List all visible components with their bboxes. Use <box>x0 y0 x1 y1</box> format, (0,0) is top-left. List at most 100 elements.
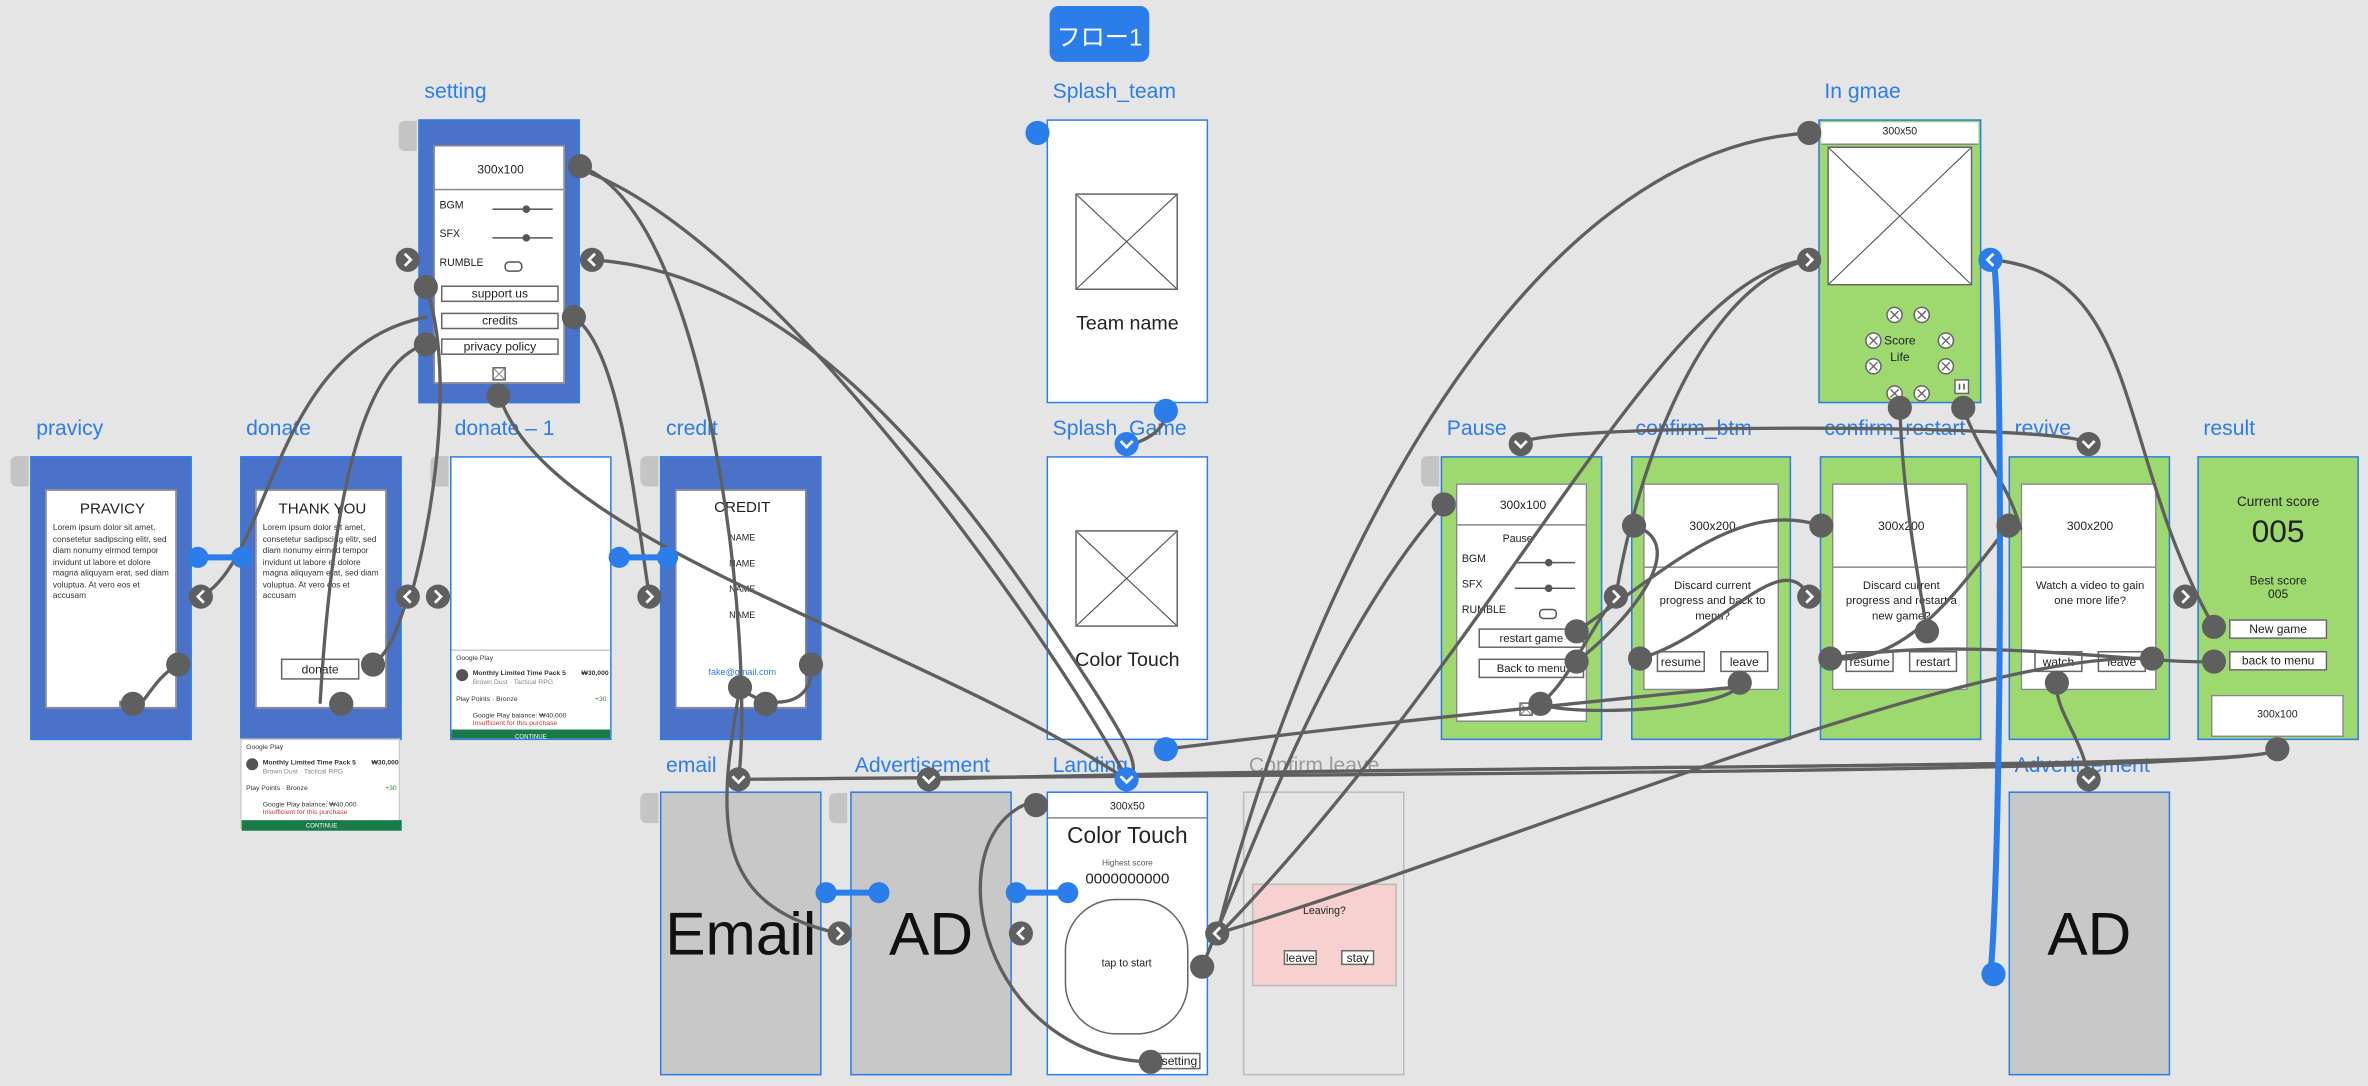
link-anchor-28[interactable] <box>120 691 145 716</box>
color-circle-button-1[interactable] <box>1886 306 1903 324</box>
rumble-toggle[interactable] <box>504 261 523 272</box>
link-anchor-58[interactable] <box>1025 120 1050 145</box>
frame-setting[interactable]: 300x100 BGM SFX RUMBLE support us credit… <box>418 119 580 404</box>
close-icon[interactable] <box>492 367 506 381</box>
restart-game-button[interactable]: restart game <box>1478 628 1585 648</box>
connector-handle-7[interactable] <box>726 767 751 792</box>
link-anchor-57[interactable] <box>1951 395 1976 420</box>
connector-handle-11[interactable] <box>1205 921 1230 946</box>
restart-button[interactable]: restart <box>1908 650 1958 673</box>
connector-handle-13[interactable] <box>1114 767 1139 792</box>
color-circle-button-8[interactable] <box>1913 385 1931 402</box>
connector-handle-10[interactable] <box>1008 921 1033 946</box>
link-anchor-45[interactable] <box>1727 670 1752 695</box>
frame-pravicy[interactable]: PRAVICY Lorem ipsum dolor sit amet, cons… <box>30 456 192 741</box>
credits-button[interactable]: credits <box>440 312 559 330</box>
connector-handle-3[interactable] <box>188 584 213 609</box>
frame-title-pause[interactable]: Pause <box>1446 415 1507 440</box>
gp-continue-button[interactable]: CONTINUE <box>241 820 402 831</box>
frame-title-email[interactable]: email <box>665 752 717 777</box>
link-anchor-53[interactable] <box>2201 649 2227 674</box>
frame-confirm-leave[interactable]: Leaving? leave stay <box>1242 791 1405 1076</box>
link-dot-66[interactable] <box>1005 882 1027 904</box>
link-dot-67[interactable] <box>1057 882 1079 904</box>
connector-handle-14[interactable] <box>1508 431 1533 457</box>
bgm-knob[interactable] <box>522 205 531 213</box>
color-circle-button-4[interactable] <box>1937 332 1955 349</box>
link-anchor-56[interactable] <box>1887 395 1912 420</box>
connector-handle-16[interactable] <box>1797 584 1822 609</box>
link-dot-60[interactable] <box>187 546 209 568</box>
resume-button[interactable]: resume <box>1656 650 1706 673</box>
link-anchor-59[interactable] <box>1981 962 2006 987</box>
pause-icon[interactable] <box>1954 379 1970 395</box>
new-game-button[interactable]: New game <box>2229 619 2328 639</box>
frame-advertisement-2[interactable]: AD <box>2008 791 2171 1076</box>
connector-handle-12[interactable] <box>1114 431 1139 457</box>
support-us-button[interactable]: support us <box>440 285 559 303</box>
connector-handle-2[interactable] <box>579 247 605 272</box>
connector-handle-19[interactable] <box>2076 431 2101 457</box>
link-anchor-48[interactable] <box>1914 619 1940 644</box>
link-anchor-42[interactable] <box>1528 691 1553 716</box>
leave-button[interactable]: leave <box>1283 950 1317 966</box>
link-dot-62[interactable] <box>608 546 630 568</box>
connector-handle-6[interactable] <box>637 584 662 609</box>
color-circle-button-3[interactable] <box>1865 332 1882 349</box>
tap-area[interactable]: tap to start <box>1064 898 1189 1035</box>
frame-title-in-game[interactable]: In gmae <box>1824 78 1901 103</box>
connector-handle-4[interactable] <box>395 584 420 609</box>
pause-sfx-knob[interactable] <box>1544 584 1553 593</box>
link-anchor-43[interactable] <box>1621 513 1647 538</box>
sfx-slider[interactable] <box>492 237 553 239</box>
connector-handle-8[interactable] <box>916 767 941 792</box>
link-dot-65[interactable] <box>868 882 890 904</box>
connector-handle-15[interactable] <box>1603 584 1628 609</box>
connector-handle-18[interactable] <box>1978 247 2003 272</box>
bgm-slider[interactable] <box>492 208 553 210</box>
sfx-knob[interactable] <box>522 234 531 242</box>
frame-splash-team[interactable]: Team name <box>1046 119 1209 404</box>
link-anchor-34[interactable] <box>1153 398 1178 423</box>
link-dot-61[interactable] <box>231 546 253 568</box>
flow-label[interactable]: フロー1 <box>1049 6 1150 62</box>
frame-title-pravicy[interactable]: pravicy <box>36 415 104 440</box>
gp-continue-button[interactable]: CONTINUE <box>451 729 611 739</box>
frame-confirm-btm[interactable]: 300x200 Discard current progress and bac… <box>1631 456 1792 741</box>
link-anchor-47[interactable] <box>1818 646 1843 671</box>
frame-email[interactable]: Email <box>659 791 822 1076</box>
link-anchor-26[interactable] <box>486 383 511 408</box>
link-anchor-25[interactable] <box>413 332 438 357</box>
link-anchor-51[interactable] <box>2139 646 2165 671</box>
back-to-menu-button[interactable]: back to menu <box>2229 650 2328 671</box>
link-anchor-22[interactable] <box>567 154 592 179</box>
link-anchor-31[interactable] <box>798 652 824 677</box>
game-board-placeholder[interactable] <box>1827 146 1973 286</box>
link-anchor-29[interactable] <box>360 652 386 677</box>
frame-landing[interactable]: 300x50 Color Touch Highest score 0000000… <box>1046 791 1209 1076</box>
frame-in-game[interactable]: 300x50 Score Life <box>1818 119 1982 404</box>
frame-pause[interactable]: 300x100 Pause BGM SFX RUMBLE restart gam… <box>1440 456 1603 741</box>
privacy-policy-button[interactable]: privacy policy <box>440 338 559 355</box>
donate-button[interactable]: donate <box>280 658 360 680</box>
link-anchor-46[interactable] <box>1809 513 1834 538</box>
color-circle-button-2[interactable] <box>1913 306 1931 324</box>
connector-handle-20[interactable] <box>2173 584 2198 609</box>
color-circle-button-5[interactable] <box>1865 357 1882 375</box>
link-anchor-30[interactable] <box>329 691 354 716</box>
color-circle-button-6[interactable] <box>1937 357 1955 375</box>
link-anchor-38[interactable] <box>1138 1049 1163 1074</box>
frame-splash-game[interactable]: Color Touch <box>1046 456 1209 741</box>
frame-donate-1[interactable]: Google Play Monthly Limited Time Pack 5 … <box>450 456 612 741</box>
link-anchor-52[interactable] <box>2201 614 2227 639</box>
link-anchor-36[interactable] <box>1023 792 1049 818</box>
frame-title-setting[interactable]: setting <box>424 78 487 103</box>
pause-rumble-toggle[interactable] <box>1538 608 1558 620</box>
link-anchor-44[interactable] <box>1627 646 1653 671</box>
link-anchor-37[interactable] <box>1190 954 1215 979</box>
frame-title-splash-team[interactable]: Splash_team <box>1052 78 1177 103</box>
connector-handle-1[interactable] <box>395 247 420 272</box>
leave-button[interactable]: leave <box>1720 650 1769 673</box>
connector-handle-17[interactable] <box>1797 247 1822 272</box>
link-anchor-33[interactable] <box>753 691 778 716</box>
